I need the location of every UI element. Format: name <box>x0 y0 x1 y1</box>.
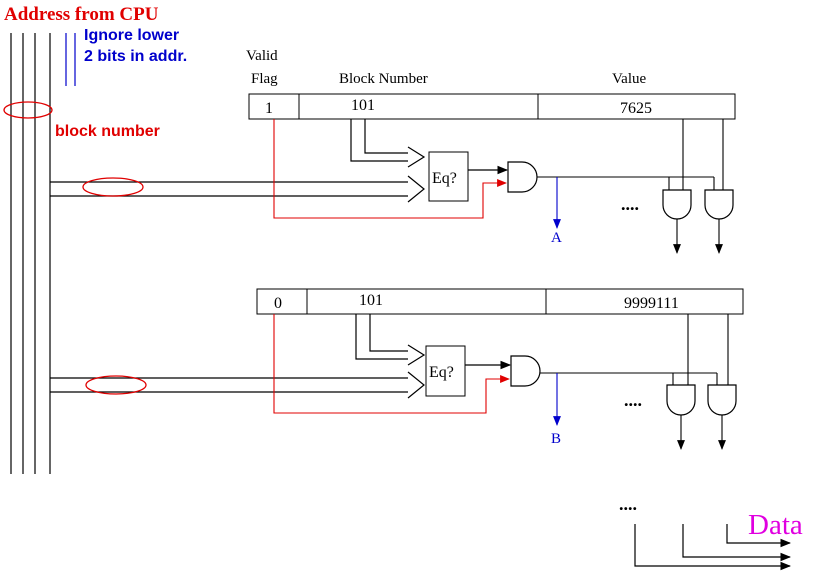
block-number-bits-ellipse <box>3 101 53 119</box>
ignore-note-line2: 2 bits in addr. <box>84 48 187 65</box>
data-output-bus <box>634 524 792 571</box>
cache-line-1-output-gates <box>662 189 734 254</box>
cache-line-1-block: 101 <box>351 97 375 114</box>
ignored-address-bits <box>65 33 76 86</box>
cache-line-2-block: 101 <box>359 292 383 309</box>
value-header: Value <box>612 71 646 87</box>
cache-line-1-output-label: A <box>551 230 562 246</box>
cache-line-2-address-wire <box>50 371 425 399</box>
cache-line-2-data-bits <box>672 314 729 385</box>
cache-line-1-address-wire <box>50 175 425 203</box>
cache-line-2-address-ellipse <box>85 375 147 395</box>
cache-line-1-ellipsis: .... <box>621 194 639 214</box>
cache-line-2-ellipsis: .... <box>624 390 642 410</box>
data-output-ellipsis: .... <box>619 494 637 514</box>
cache-line-1: 1 101 7625 Eq? A <box>50 93 736 254</box>
cache-line-2-and-gate-b <box>707 384 737 416</box>
cache-line-1-value: 7625 <box>620 100 652 117</box>
cache-line-2-register <box>256 288 744 315</box>
ignore-note-line1: Ignore lower <box>84 27 179 44</box>
cache-line-1-and-gate <box>507 161 538 193</box>
cache-line-1-and-gate-a <box>662 189 692 220</box>
valid-flag-header-line1: Valid <box>246 48 278 64</box>
data-label: Data <box>748 509 803 541</box>
cache-line-1-comparator-label: Eq? <box>432 170 457 187</box>
block-number-header: Block Number <box>339 71 428 87</box>
cache-line-2-block-wire <box>355 314 426 366</box>
cache-line-1-valid-wire <box>273 119 507 219</box>
cache-line-2: 0 101 9999111 Eq? B <box>50 288 744 450</box>
cache-line-2-comparator <box>425 345 466 397</box>
cache-line-2-output-label: B <box>551 431 561 447</box>
cache-line-2-comparator-label: Eq? <box>429 364 454 381</box>
cache-line-2-value: 9999111 <box>624 295 679 312</box>
cache-line-2-valid: 0 <box>274 295 282 312</box>
cache-line-2-valid-wire <box>273 314 510 414</box>
cache-line-2-and-gate <box>510 355 541 387</box>
cache-line-1-address-ellipse <box>82 177 144 197</box>
title-label: Address from CPU <box>4 4 159 25</box>
cache-line-1-and-gate-b <box>704 189 734 220</box>
address-bus <box>10 33 51 474</box>
cache-line-1-block-wire <box>350 119 426 168</box>
cache-line-2-output-gates <box>666 384 737 450</box>
cache-line-1-data-bits <box>668 119 724 190</box>
valid-flag-header-line2: Flag <box>251 71 278 87</box>
block-number-note: block number <box>55 123 160 140</box>
cache-line-1-comparator <box>428 151 469 202</box>
cache-line-1-valid: 1 <box>265 100 273 117</box>
cache-line-1-register <box>248 93 736 120</box>
cache-line-2-and-gate-a <box>666 384 696 416</box>
